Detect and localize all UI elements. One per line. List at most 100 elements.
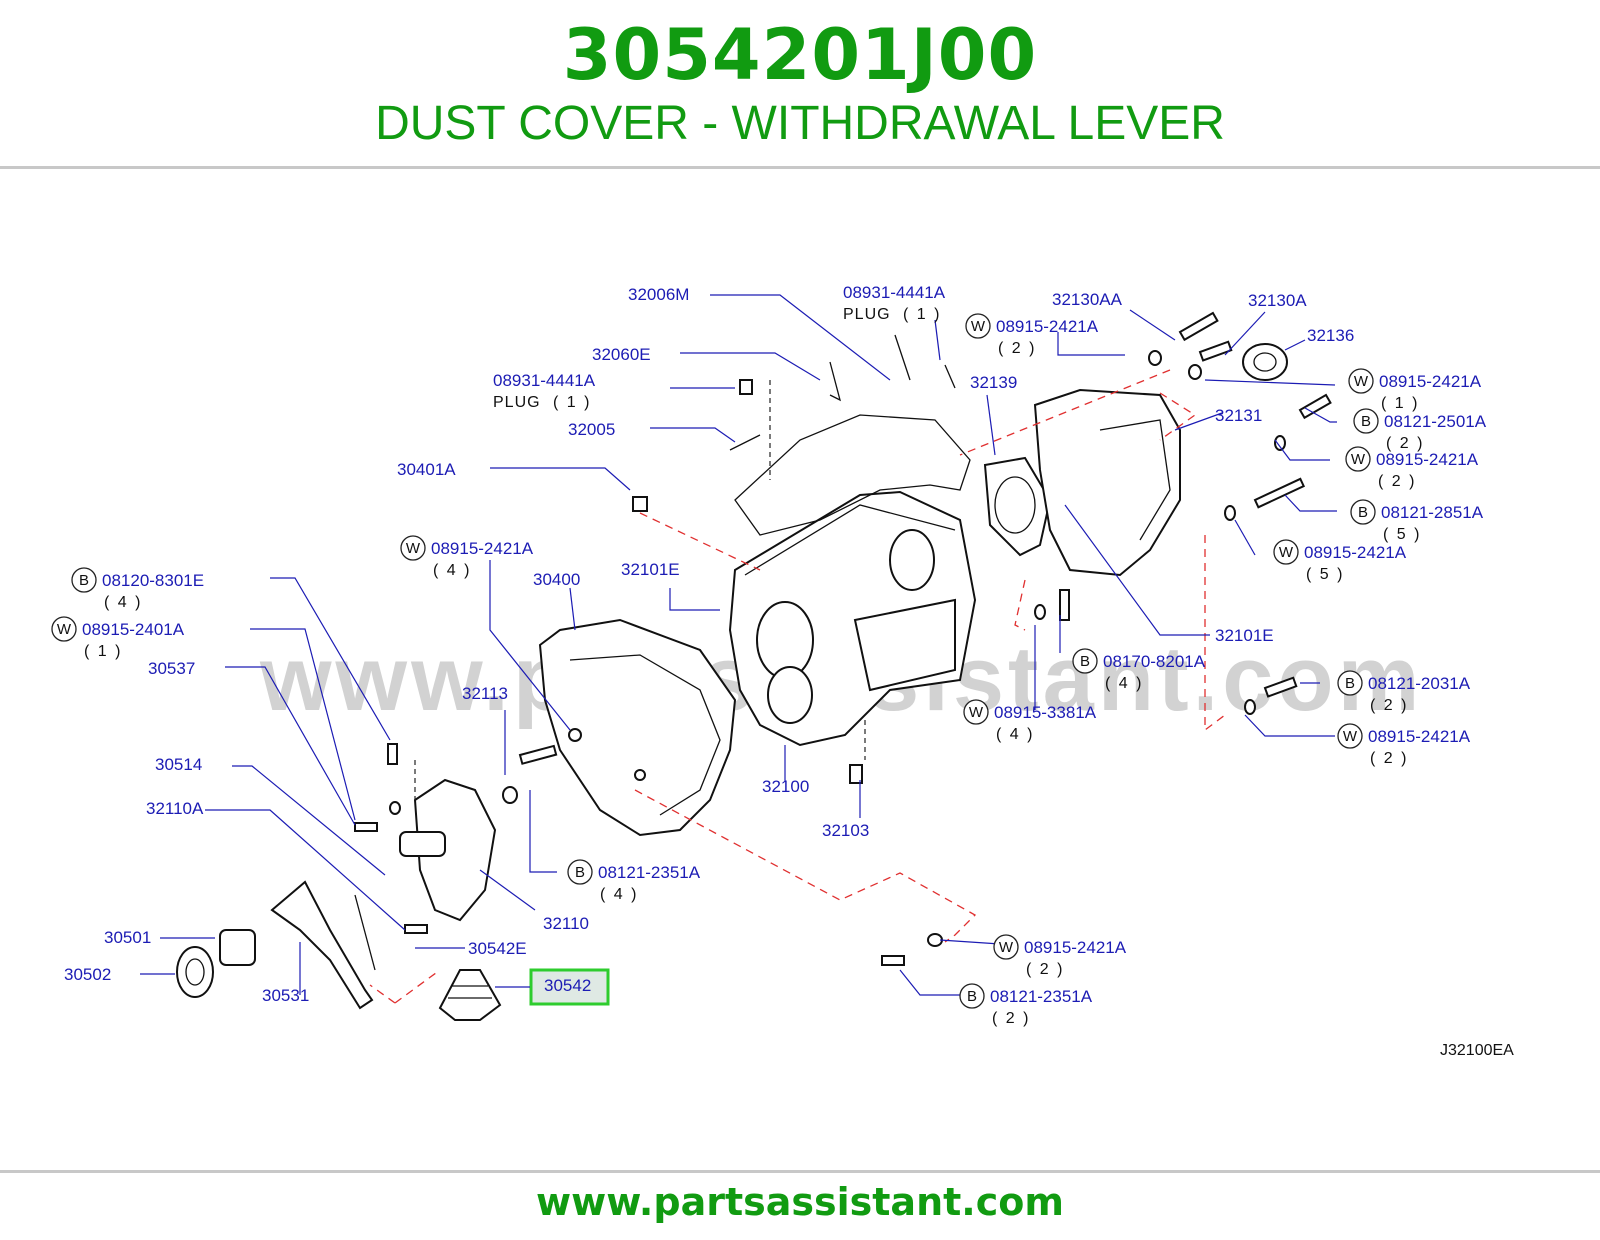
part-number-label[interactable]: 32103	[822, 821, 869, 840]
callout-32113[interactable]: 32113	[462, 684, 508, 703]
part-number-label[interactable]: 32101E	[1215, 626, 1274, 645]
part-number-label[interactable]: 08915-2421A	[431, 539, 534, 558]
footer-divider	[0, 1170, 1600, 1173]
callout-32136[interactable]: 32136	[1307, 326, 1354, 345]
bolt-type-badge	[71, 567, 97, 593]
part-number-label[interactable]: 08915-3381A	[994, 703, 1097, 722]
part-number-label[interactable]: 08915-2401A	[82, 620, 185, 639]
part-number-label[interactable]: 32131	[1215, 406, 1262, 425]
part-number-label[interactable]: 08915-2421A	[1368, 727, 1471, 746]
callout-32139[interactable]: 32139	[970, 373, 1017, 392]
part-number-label[interactable]: 30531	[262, 986, 309, 1005]
part-number-label[interactable]: 08170-8201A	[1103, 652, 1206, 671]
quantity-label: ( 5 )	[1383, 526, 1421, 543]
part-number-label[interactable]: 08121-2351A	[990, 987, 1093, 1006]
transmission-case-32100	[728, 490, 977, 747]
callout-32130a[interactable]: 32130A	[1248, 291, 1307, 310]
callout-32101e[interactable]: 32101E	[1215, 626, 1274, 645]
part-number-label[interactable]: 32060E	[592, 345, 651, 364]
leader-line	[479, 869, 536, 911]
part-number-label[interactable]: 08120-8301E	[102, 571, 204, 590]
part-number-label[interactable]: 08121-2501A	[1384, 412, 1487, 431]
part-number-label[interactable]: 32006M	[628, 285, 689, 304]
part-number-label[interactable]: 30514	[155, 755, 202, 774]
part-number-label[interactable]: 32130A	[1248, 291, 1307, 310]
part-number-label[interactable]: 30400	[533, 570, 580, 589]
callout-32103[interactable]: 32103	[822, 821, 869, 840]
release-bearing-30501	[219, 929, 256, 966]
callout-30514[interactable]: 30514	[155, 755, 202, 774]
callout-32060e[interactable]: 32060E	[592, 345, 651, 364]
callout-30542e[interactable]: 30542E	[468, 939, 527, 958]
part-number-label[interactable]: 32110	[543, 914, 589, 933]
part-number-label[interactable]: 32110A	[146, 799, 204, 818]
part-number-label[interactable]: 08121-2851A	[1381, 503, 1484, 522]
callout-32005[interactable]: 32005	[568, 420, 615, 439]
part-number-label[interactable]: 08931-4441A	[843, 283, 946, 302]
callout-30537[interactable]: 30537	[148, 659, 195, 678]
part-number-label[interactable]: 32005	[568, 420, 615, 439]
type-badge-letter: W	[999, 939, 1014, 956]
part-number-label[interactable]: 08931-4441A	[493, 371, 596, 390]
callout-32131[interactable]: 32131	[1215, 406, 1262, 425]
part-number-label[interactable]: 08915-2421A	[1376, 450, 1479, 469]
callout-30401a[interactable]: 30401A	[397, 460, 456, 479]
part-number-label[interactable]: 08915-2421A	[1379, 372, 1482, 391]
callout-30502[interactable]: 30502	[64, 965, 111, 984]
part-number-label[interactable]: 30502	[64, 965, 111, 984]
part-number-label[interactable]: 08915-2421A	[996, 317, 1099, 336]
part-number-label[interactable]: 32101E	[621, 560, 680, 579]
callout-32130aa[interactable]: 32130AA	[1052, 290, 1123, 309]
part-number-label[interactable]: 08121-2351A	[598, 863, 701, 882]
leader-line	[250, 628, 356, 821]
type-badge-letter: B	[1345, 675, 1355, 692]
callout-30531[interactable]: 30531	[262, 986, 309, 1005]
washer-type-badge	[1337, 723, 1363, 749]
quantity-label: ( 2 )	[998, 340, 1036, 357]
washer-type-badge	[965, 313, 991, 339]
part-number-label[interactable]: 32100	[762, 777, 809, 796]
callout-32100[interactable]: 32100	[762, 777, 809, 796]
callout-32110a[interactable]: 32110A	[146, 799, 204, 818]
bolt-type-badge	[959, 983, 985, 1009]
leader-line	[205, 809, 406, 931]
type-badge-letter: W	[406, 540, 421, 557]
quantity-label: ( 2 )	[992, 1010, 1030, 1027]
part-number-label[interactable]: 32113	[462, 684, 508, 703]
part-number-label[interactable]: 30501	[104, 928, 151, 947]
part-number-label[interactable]: 08915-2421A	[1304, 543, 1407, 562]
callout-30501[interactable]: 30501	[104, 928, 151, 947]
part-number-label[interactable]: 08121-2031A	[1368, 674, 1471, 693]
part-number-label[interactable]: 30542E	[468, 939, 527, 958]
part-number-label[interactable]: 30401A	[397, 460, 456, 479]
callout-30542[interactable]: 30542	[544, 976, 591, 995]
part-number-label[interactable]: 32136	[1307, 326, 1354, 345]
part-number-label[interactable]: 32139	[970, 373, 1017, 392]
part-number-label[interactable]: 32130AA	[1052, 290, 1123, 309]
callout-32101e[interactable]: 32101E	[621, 560, 680, 579]
part-number-label[interactable]: 08915-2421A	[1024, 938, 1127, 957]
callout-32110[interactable]: 32110	[543, 914, 589, 933]
callout-30400[interactable]: 30400	[533, 570, 580, 589]
callout-32006m[interactable]: 32006M	[628, 285, 689, 304]
part-number-label[interactable]: 30537	[148, 659, 195, 678]
part-number-label[interactable]: 30542	[544, 976, 591, 995]
